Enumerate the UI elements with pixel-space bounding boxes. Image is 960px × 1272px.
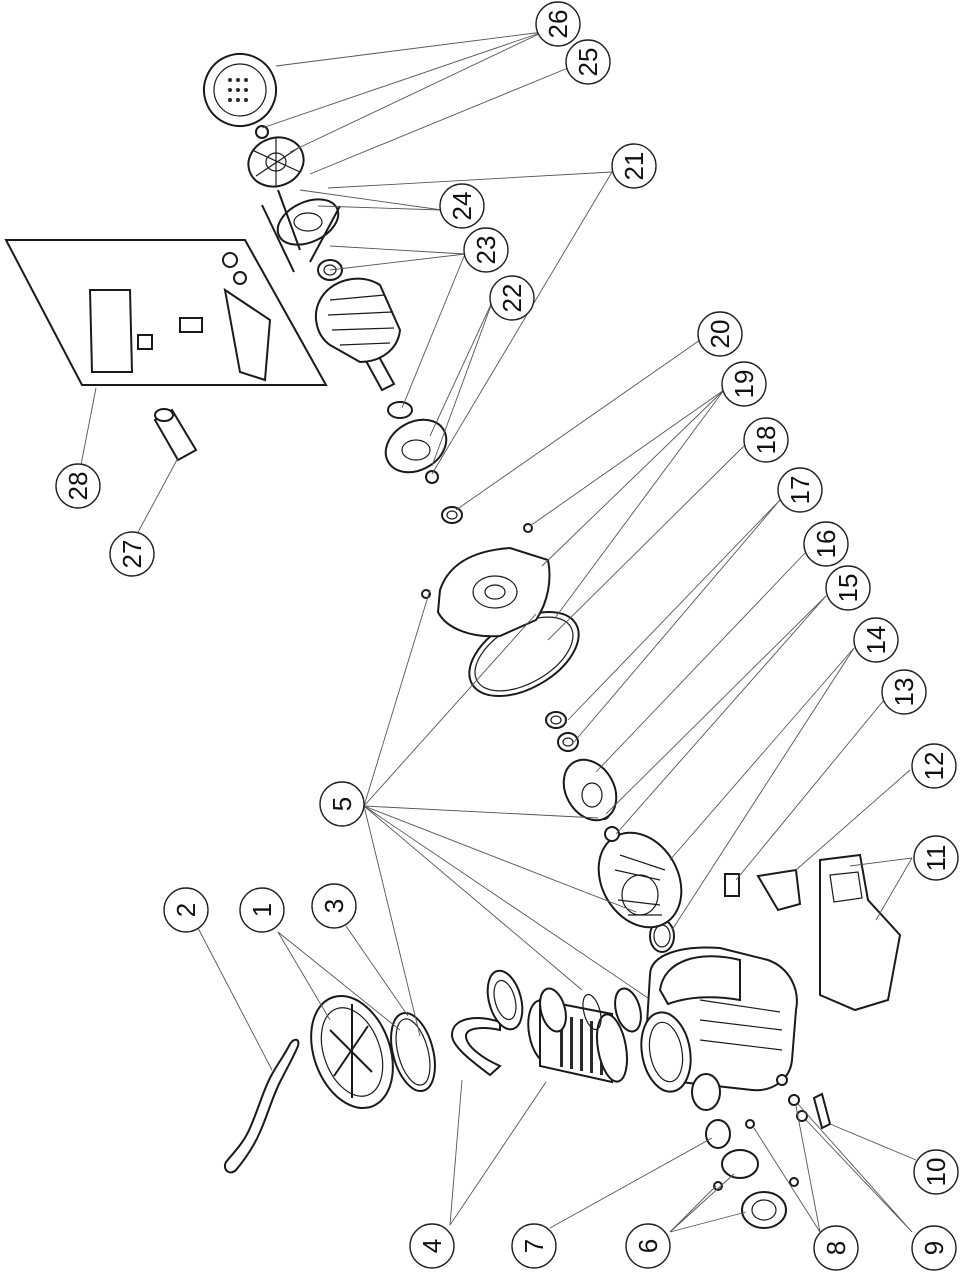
part-11-base [819, 853, 902, 1012]
part-motor-front-shield [384, 401, 448, 484]
part-12-foot [724, 868, 802, 912]
callout-1: 1 [239, 887, 285, 933]
svg-text:7: 7 [519, 1239, 549, 1253]
callout-12: 12 [911, 743, 957, 789]
svg-text:27: 27 [117, 540, 147, 569]
callouts: 1 2 3 4 5 6 7 8 [55, 1, 959, 1271]
svg-text:5: 5 [327, 797, 357, 811]
part-20-seal [441, 506, 463, 524]
callout-9: 9 [911, 1225, 957, 1271]
callout-22: 22 [489, 275, 535, 321]
callout-14: 14 [853, 617, 899, 663]
callout-13: 13 [881, 669, 927, 715]
part-impeller [562, 758, 618, 822]
part-3-oring [390, 1012, 436, 1092]
svg-text:1: 1 [247, 903, 277, 917]
callout-11: 11 [913, 835, 959, 881]
callout-8: 8 [813, 1225, 859, 1271]
callout-17: 17 [777, 467, 823, 513]
part-union-nut-top [486, 969, 642, 1033]
callout-7: 7 [511, 1223, 557, 1269]
callout-20: 20 [697, 311, 743, 357]
svg-text:21: 21 [619, 152, 649, 181]
svg-text:15: 15 [833, 574, 863, 603]
svg-text:23: 23 [471, 236, 501, 265]
part-7-oring [705, 1119, 731, 1149]
part-17-seal [545, 711, 579, 752]
callout-15: 15 [825, 565, 871, 611]
part-26-fan-cover [203, 53, 277, 139]
callout-25: 25 [565, 39, 611, 85]
svg-text:22: 22 [497, 284, 527, 313]
part-10-bolt [812, 1092, 832, 1130]
svg-text:11: 11 [921, 845, 951, 872]
part-15-nut [604, 826, 620, 842]
svg-text:3: 3 [319, 899, 349, 913]
part-motor [314, 259, 402, 392]
svg-text:12: 12 [919, 752, 949, 781]
svg-text:16: 16 [811, 530, 841, 559]
svg-text:20: 20 [705, 320, 735, 349]
callout-3: 3 [311, 883, 357, 929]
callout-4: 4 [409, 1223, 455, 1269]
svg-text:4: 4 [417, 1239, 447, 1253]
callout-19: 19 [721, 361, 767, 407]
callout-26: 26 [535, 1, 581, 47]
svg-text:6: 6 [633, 1239, 663, 1253]
callout-23: 23 [463, 227, 509, 273]
svg-text:8: 8 [821, 1241, 851, 1255]
callout-6: 6 [625, 1223, 671, 1269]
svg-text:17: 17 [785, 476, 815, 505]
part-25-fan [247, 136, 305, 188]
part-pump-body [640, 946, 798, 1111]
part-14-diffuser [597, 831, 683, 929]
part-seal-plate [421, 523, 551, 638]
svg-text:10: 10 [921, 1158, 951, 1187]
callout-28: 28 [55, 463, 101, 509]
svg-text:28: 28 [63, 472, 93, 501]
part-1-lid [310, 994, 394, 1110]
part-24-rear-shield [261, 189, 341, 273]
part-27-capacitor [153, 408, 198, 462]
part-2-handle [224, 1038, 300, 1174]
callout-2: 2 [163, 887, 209, 933]
part-9-plug [788, 1094, 808, 1122]
svg-text:2: 2 [171, 903, 201, 917]
callout-18: 18 [743, 417, 789, 463]
svg-text:19: 19 [729, 370, 759, 399]
svg-text:14: 14 [861, 626, 891, 655]
callout-5: 5 [319, 781, 365, 827]
svg-text:9: 9 [919, 1241, 949, 1255]
svg-text:18: 18 [751, 426, 781, 455]
part-8-drain-plug [745, 1074, 788, 1129]
callout-27: 27 [109, 531, 155, 577]
leader-lines [79, 31, 917, 1233]
callout-16: 16 [803, 521, 849, 567]
svg-text:26: 26 [543, 10, 573, 39]
svg-text:13: 13 [889, 678, 919, 707]
part-28-terminal-box [4, 239, 328, 386]
callout-24: 24 [439, 183, 485, 229]
svg-text:25: 25 [573, 48, 603, 77]
callout-10: 10 [913, 1149, 959, 1195]
svg-text:24: 24 [447, 192, 477, 221]
callout-21: 21 [611, 143, 657, 189]
part-6-union [713, 1149, 799, 1229]
